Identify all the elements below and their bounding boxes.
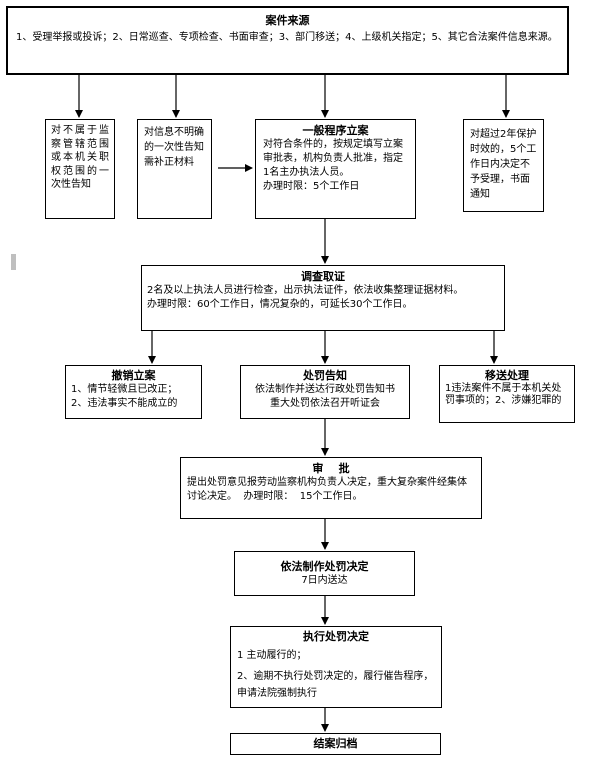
revoke-line1: 1、情节轻微且已改正；	[71, 384, 178, 395]
transfer-text: 1违法案件不属于本机关处罚事项的；2、涉嫌犯罪的	[445, 383, 562, 406]
investigation-title: 调查取证	[301, 270, 345, 283]
approval-box: 审 批 提出处罚意见报劳动监察机构负责人决定，重大复杂案件经集体讨论决定。 办理…	[180, 457, 482, 519]
revoke-line2: 2、违法事实不能成立的	[71, 398, 178, 409]
decision-text: 7日内送达	[301, 575, 348, 586]
source-box: 案件来源 1、受理举报或投诉；2、日常巡查、专项检查、书面审查；3、部门移送；4…	[6, 6, 569, 75]
close-box: 结案归档	[230, 733, 441, 755]
margin-marker	[11, 254, 16, 270]
approval-text: 提出处罚意见报劳动监察机构负责人决定，重大复杂案件经集体讨论决定。 办理时限： …	[187, 477, 467, 502]
unclear-info-text: 对信息不明确的一次性告知需补正材料	[144, 127, 204, 168]
general-filing-box: 一般程序立案 对符合条件的，按规定填写立案审批表，机构负责人批准，指定1名主办执…	[255, 119, 416, 219]
investigation-text: 2名及以上执法人员进行检查，出示执法证件，依法收集整理证据材料。	[147, 285, 464, 296]
decision-box: 依法制作处罚决定 7日内送达	[234, 551, 415, 596]
penalty-notice-title: 处罚告知	[303, 369, 347, 382]
expired-box: 对超过2年保护时效的，5个工作日内决定不予受理，书面通知	[463, 119, 544, 212]
execute-line2: 2、逾期不执行处罚决定的，履行催告程序，申请法院强制执行	[237, 671, 434, 699]
transfer-box: 移送处理 1违法案件不属于本机关处罚事项的；2、涉嫌犯罪的	[439, 365, 575, 423]
decision-title: 依法制作处罚决定	[280, 560, 369, 573]
close-title: 结案归档	[313, 737, 358, 750]
execute-box: 执行处罚决定 1 主动履行的； 2、逾期不执行处罚决定的，履行催告程序，申请法院…	[230, 626, 442, 708]
not-in-scope-box: 对不属于监察管辖范围或本机关职权范围的一次性告知	[45, 119, 115, 219]
expired-text: 对超过2年保护时效的，5个工作日内决定不予受理，书面通知	[470, 129, 537, 200]
source-title: 案件来源	[265, 14, 310, 27]
investigation-box: 调查取证 2名及以上执法人员进行检查，出示执法证件，依法收集整理证据材料。 办理…	[141, 265, 505, 331]
unclear-info-box: 对信息不明确的一次性告知需补正材料	[137, 119, 212, 219]
investigation-deadline: 办理时限：60个工作日，情况复杂的，可延长30个工作日。	[147, 299, 413, 310]
revoke-title: 撤销立案	[111, 369, 156, 382]
execute-line1: 1 主动履行的；	[237, 650, 307, 661]
revoke-box: 撤销立案 1、情节轻微且已改正； 2、违法事实不能成立的	[65, 365, 202, 419]
transfer-title: 移送处理	[485, 369, 529, 382]
general-filing-deadline: 办理时限：5个工作日	[263, 181, 360, 192]
penalty-notice-box: 处罚告知 依法制作并送达行政处罚告知书 重大处罚依法召开听证会	[240, 365, 410, 419]
penalty-notice-line2: 重大处罚依法召开听证会	[270, 398, 380, 409]
penalty-notice-line1: 依法制作并送达行政处罚告知书	[255, 384, 395, 395]
general-filing-title: 一般程序立案	[302, 124, 369, 137]
not-in-scope-text: 对不属于监察管辖范围或本机关职权范围的一次性告知	[51, 125, 109, 190]
source-text: 1、受理举报或投诉；2、日常巡查、专项检查、书面审查；3、部门移送；4、上级机关…	[16, 32, 558, 43]
general-filing-text: 对符合条件的，按规定填写立案审批表，机构负责人批准，指定1名主办执法人员。	[263, 139, 403, 178]
approval-title: 审 批	[312, 462, 350, 475]
execute-title: 执行处罚决定	[303, 630, 369, 643]
